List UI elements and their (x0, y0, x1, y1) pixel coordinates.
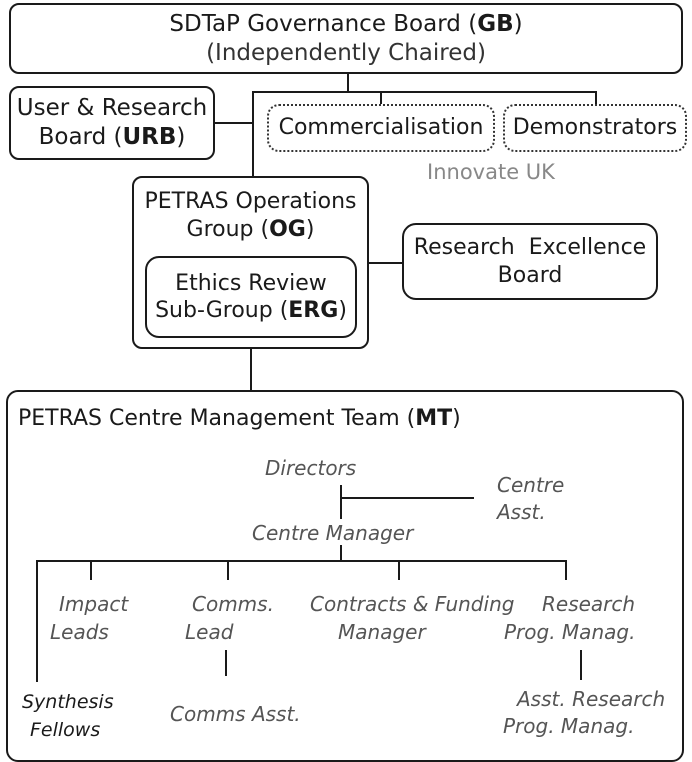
user-research-board: User & Research Board (URB) (9, 86, 215, 160)
mt-centre-asst-connector (340, 497, 474, 499)
erg-line2: Sub-Group (ERG) (155, 298, 347, 323)
demonstrators-box: Demonstrators (503, 104, 687, 152)
role-contracts-funding-manager: Contracts & Funding Manager (310, 592, 515, 644)
governance-board-title: SDTaP Governance Board (GB) (169, 10, 523, 37)
demonstrators-label: Demonstrators (512, 115, 678, 141)
mt-research-to-asst (580, 650, 582, 680)
role-comms-lead: Comms. Lead (185, 592, 274, 644)
mt-branch-impact (90, 560, 92, 580)
og-line2: Group (OG) (186, 216, 315, 242)
connector-trunk-upper (252, 91, 254, 177)
mt-comms-to-asst (225, 650, 227, 676)
mt-branch-synthesis (36, 560, 38, 682)
innovate-uk-label: Innovate UK (427, 160, 555, 184)
role-comms-asst: Comms Asst. (170, 702, 301, 726)
connector-top-horizontal (252, 91, 596, 93)
role-asst-research-prog-manager: Asst. Research Prog. Manag. (503, 687, 666, 738)
ethics-review-subgroup: Ethics Review Sub-Group (ERG) (145, 256, 357, 338)
connector-to-urb (214, 122, 254, 124)
research-excellence-board: Research Excellence Board (402, 223, 658, 300)
commercialisation-label: Commercialisation (278, 115, 484, 141)
role-centre-asst: Centre Asst. (497, 473, 565, 524)
urb-line2: Board (URB) (38, 124, 186, 150)
role-directors: Directors (265, 456, 357, 480)
connector-gb-down (347, 73, 349, 92)
connector-og-to-mt (250, 348, 252, 391)
role-centre-manager: Centre Manager (252, 521, 414, 545)
connector-to-commercialisation (380, 91, 382, 105)
mt-branch-horizontal (36, 560, 567, 562)
reb-line1: Research Excellence (413, 235, 647, 260)
connector-to-reb (369, 262, 403, 264)
reb-line2: Board (497, 262, 563, 288)
mt-manager-down (340, 545, 342, 561)
mt-directors-to-manager (340, 485, 342, 519)
management-team-box (6, 390, 684, 762)
erg-line1: Ethics Review (175, 270, 327, 296)
og-line1: PETRAS Operations (144, 189, 357, 214)
role-impact-leads: Impact Leads (50, 592, 129, 644)
governance-board-subtitle: (Independently Chaired) (206, 39, 486, 66)
management-team-title: PETRAS Centre Management Team (MT) (18, 406, 461, 431)
role-research-prog-manager: Research Prog. Manag. (504, 592, 636, 644)
mt-branch-research (565, 560, 567, 580)
mt-branch-comms (227, 560, 229, 580)
mt-branch-contracts (398, 560, 400, 580)
urb-line1: User & Research (16, 95, 208, 122)
role-synthesis-fellows: Synthesis Fellows (22, 691, 114, 741)
commercialisation-box: Commercialisation (267, 104, 495, 152)
governance-board: SDTaP Governance Board (GB) (Independent… (9, 3, 683, 74)
connector-to-demonstrators (595, 91, 597, 105)
